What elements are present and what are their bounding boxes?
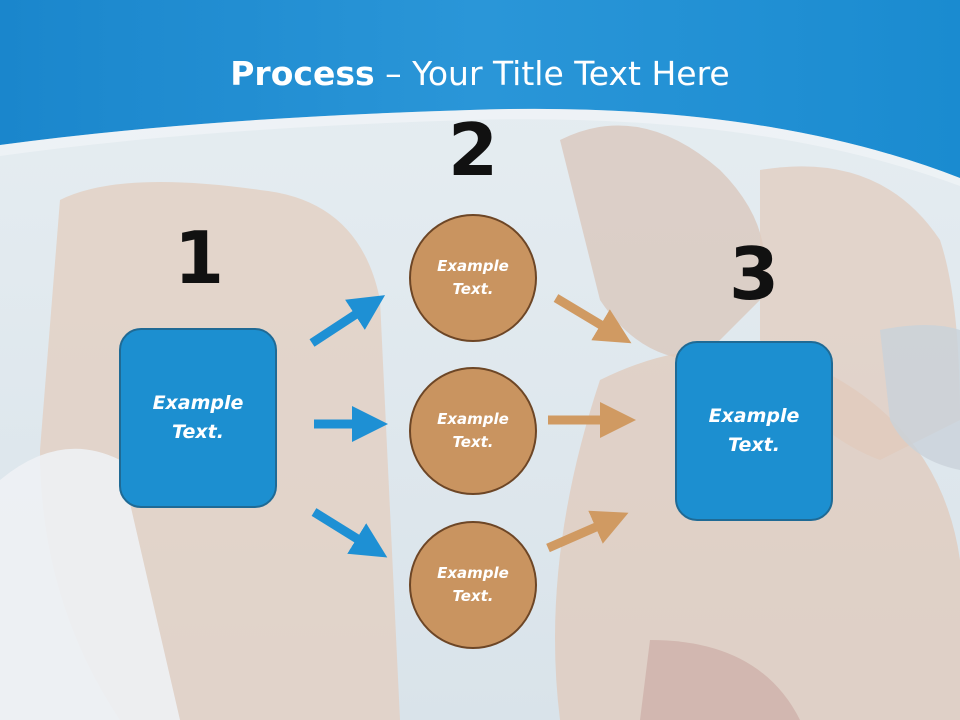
left-step-text: Example Text. [152,392,244,443]
arrow-blue-down [311,508,388,558]
circle-step-middle: Example Text. [409,367,537,495]
arrow-tan-down [553,294,632,344]
arrow-blue-up [309,295,386,347]
circle-step-bottom: Example Text. [409,521,537,649]
right-step-box: Example Text. [675,341,833,521]
step-number-3: 3 [728,232,780,316]
step-number-2: 2 [447,108,499,192]
left-step-box: Example Text. [119,328,277,508]
circle-step-top-text: Example Text. [437,257,509,298]
step-number-1: 1 [173,216,225,300]
slide-title: Process – Your Title Text Here [0,52,960,96]
circle-step-bottom-text: Example Text. [437,564,509,605]
arrow-tan-up [546,510,629,553]
right-step-text: Example Text. [708,405,800,456]
title-rest: – Your Title Text Here [374,54,730,93]
circle-step-middle-text: Example Text. [437,410,509,451]
circle-step-top: Example Text. [409,214,537,342]
title-bold: Process [230,54,375,93]
